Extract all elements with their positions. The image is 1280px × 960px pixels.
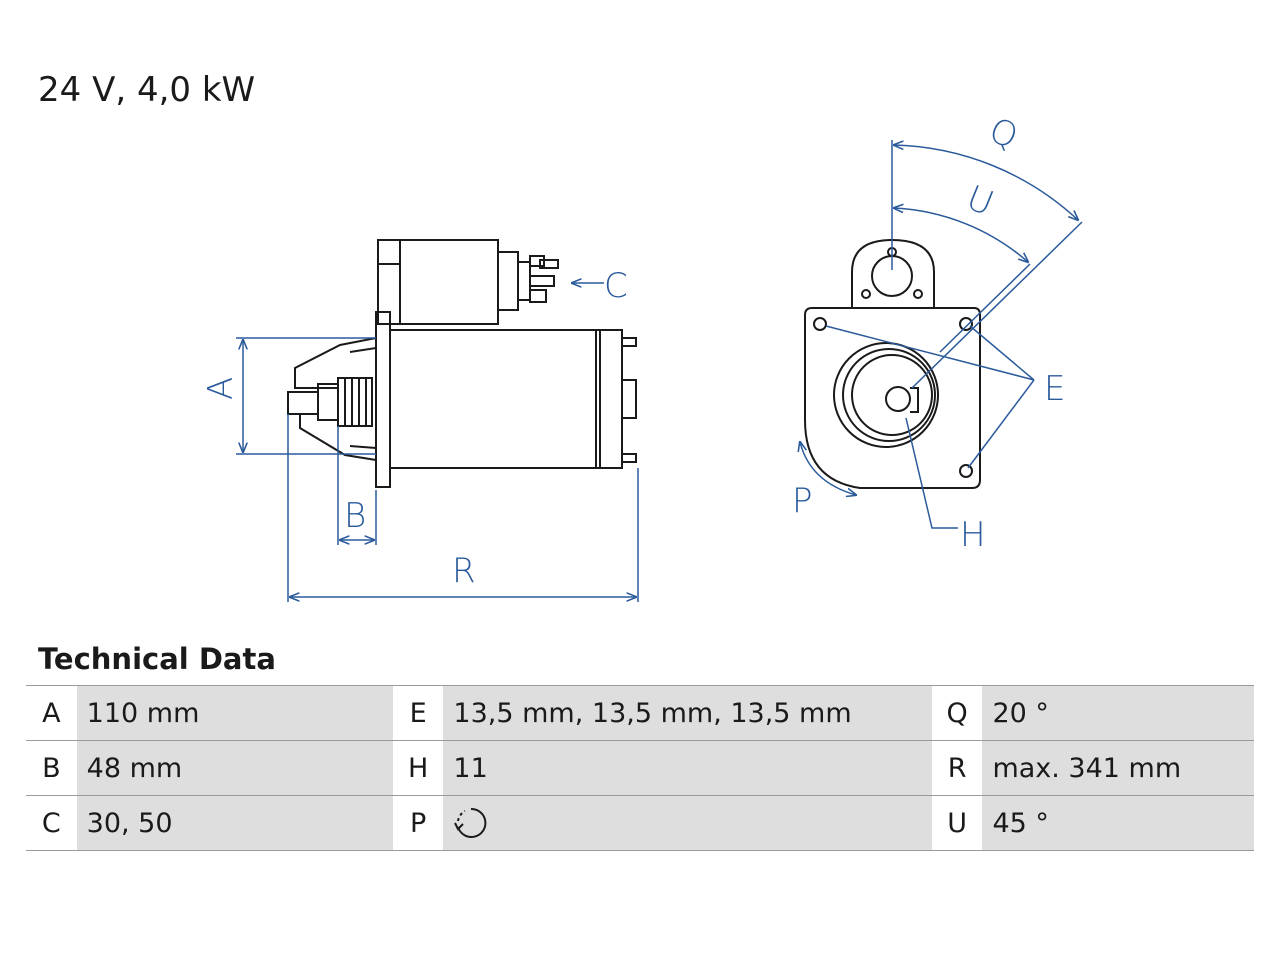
section-title: Technical Data [38,642,276,676]
table-row: A 110 mm E 13,5 mm, 13,5 mm, 13,5 mm Q 2… [26,685,1254,741]
table-key: A [26,685,77,741]
front-housing [804,307,981,489]
table-value: 110 mm [76,685,393,741]
dimension-H [905,417,958,529]
label-U: U [961,178,999,224]
front-view [804,238,981,489]
table-row: B 48 mm H 11 R max. 341 mm [26,740,1254,796]
table-value: 20 ° [982,685,1254,741]
label-B: B [344,496,366,536]
table-value: max. 341 mm [982,740,1254,796]
technical-data-table: A 110 mm E 13,5 mm, 13,5 mm, 13,5 mm Q 2… [26,685,1254,851]
table-key: Q [931,685,983,741]
motor-body [389,329,597,469]
dimension-P [800,442,856,495]
side-view-dimensions [236,283,639,602]
table-key: R [931,740,983,796]
table-key: P [392,795,444,851]
clockwise-rotation-icon [454,807,487,838]
starter-motor-drawing: A B C R E H P Q U [201,110,1083,602]
label-R: R [452,551,476,591]
label-C: C [604,266,628,306]
dimension-Q [894,145,1078,220]
table-value: 45 ° [982,795,1254,851]
table-key: C [26,795,77,851]
table-value [443,795,932,851]
table-value: 11 [443,740,932,796]
label-Q: Q [984,110,1024,157]
table-value: 48 mm [76,740,393,796]
table-row: C 30, 50 P U 45 ° [26,795,1254,851]
label-P: P [792,481,813,521]
dimension-U [894,208,1028,262]
side-view [287,239,637,488]
front-view-dimensions [800,140,1083,529]
label-A: A [201,377,241,400]
label-E: E [1044,369,1065,409]
table-key: E [392,685,444,741]
table-value: 30, 50 [76,795,393,851]
table-key: U [931,795,983,851]
label-H: H [960,515,986,555]
mounting-flange [375,311,391,488]
product-title: 24 V, 4,0 kW [38,70,256,110]
table-key: B [26,740,77,796]
solenoid [377,239,499,325]
table-key: H [392,740,444,796]
table-value: 13,5 mm, 13,5 mm, 13,5 mm [443,685,932,741]
